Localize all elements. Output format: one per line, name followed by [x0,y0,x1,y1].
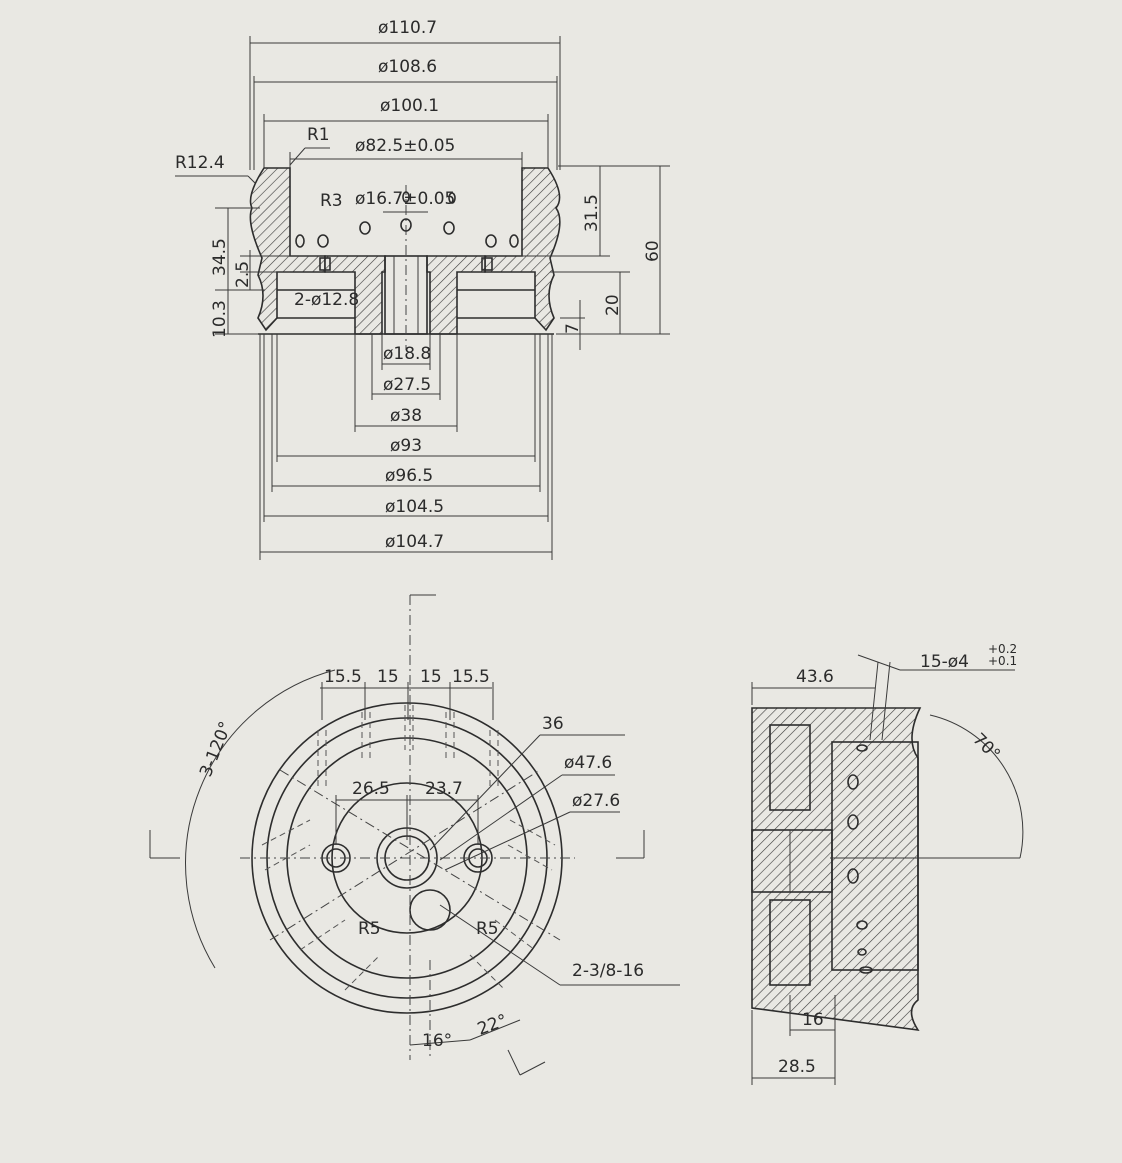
angle-3-120: 3-120° [196,719,236,780]
dim-23-7: 23.7 [425,779,463,799]
height-dim-texts: 31.5 60 20 7 34.5 2.5 10.3 2-ø12.8 [210,194,663,338]
radius-12-4: R12.4 [175,153,225,173]
section-body [249,167,561,350]
dim-20: 20 [603,294,623,316]
height-dim-lines [215,165,670,350]
dim-96-5: ø96.5 [385,466,433,486]
dim-15-5-left: 15.5 [324,667,362,687]
note-36: 36 [542,714,564,734]
radius-3: R3 [320,191,343,211]
dim-104-5: ø104.5 [385,497,444,517]
dim-2-5: 2.5 [233,261,253,288]
dim-110-7: ø110.7 [378,18,437,38]
radius-1: R1 [307,125,330,145]
dim-15-right: 15 [420,667,442,687]
dim-31-5: 31.5 [582,194,602,232]
port-holes [295,191,519,271]
dim-26-5: 26.5 [352,779,390,799]
dim-93: ø93 [390,436,422,456]
thread-note: 2-3/8-16 [572,961,644,981]
dim-15-5-right: 15.5 [452,667,490,687]
dim-15-left: 15 [377,667,399,687]
holes-note: 15-ø4 [920,652,969,672]
dim-7: 7 [563,323,583,334]
hole-note-2-12-8: 2-ø12.8 [294,290,359,310]
plan-dim-texts: 15.5 15 15 15.5 26.5 23.7 3-120° 36 ø47.… [196,667,644,1051]
angle-16: 16° [422,1031,452,1051]
side-section-view: 43.6 15-ø4 +0.2 +0.1 70° 16 28.5 [751,642,1024,1085]
dim-108-6: ø108.6 [378,57,437,77]
dim-10-3: 10.3 [210,300,230,338]
dim-28-5: 28.5 [778,1057,816,1077]
dim-38: ø38 [390,406,422,426]
bottom-dim-texts: ø18.8 ø27.5 ø38 ø93 ø96.5 ø104.5 ø104.7 [383,344,444,552]
dim-47-6: ø47.6 [564,753,612,773]
radius-5-right: R5 [476,919,499,939]
radius-5-left: R5 [358,919,381,939]
top-dim-lines [175,36,561,213]
plan-dim-lines [149,594,680,1076]
dim-16-7: ø16.7±0.05 [355,189,455,209]
plan-hidden-bores [261,705,556,991]
dim-27-6: ø27.6 [572,791,620,811]
tol-upper: +0.2 [988,642,1017,656]
side-holes [847,744,873,974]
dim-16: 16 [802,1010,824,1030]
dim-82-5: ø82.5±0.05 [355,136,455,156]
dim-100-1: ø100.1 [380,96,439,116]
dim-27-5: ø27.5 [383,375,431,395]
angle-arc [185,669,336,969]
bottom-dim-lines [259,334,553,560]
dim-18-8: ø18.8 [383,344,431,364]
front-section-view: ø110.7 ø108.6 ø100.1 ø82.5±0.05 ø16.7±0.… [175,18,670,560]
plan-view: 15.5 15 15 15.5 26.5 23.7 3-120° 36 ø47.… [149,594,680,1076]
dim-60: 60 [643,240,663,262]
angle-22: 22° [475,1011,510,1040]
front-top-dim-texts: ø110.7 ø108.6 ø100.1 ø82.5±0.05 ø16.7±0.… [175,18,455,211]
dim-43-6: 43.6 [796,667,834,687]
dim-34-5: 34.5 [210,238,230,276]
tol-lower: +0.1 [988,654,1017,668]
side-dim-lines [751,654,1024,1085]
dim-104-7: ø104.7 [385,532,444,552]
